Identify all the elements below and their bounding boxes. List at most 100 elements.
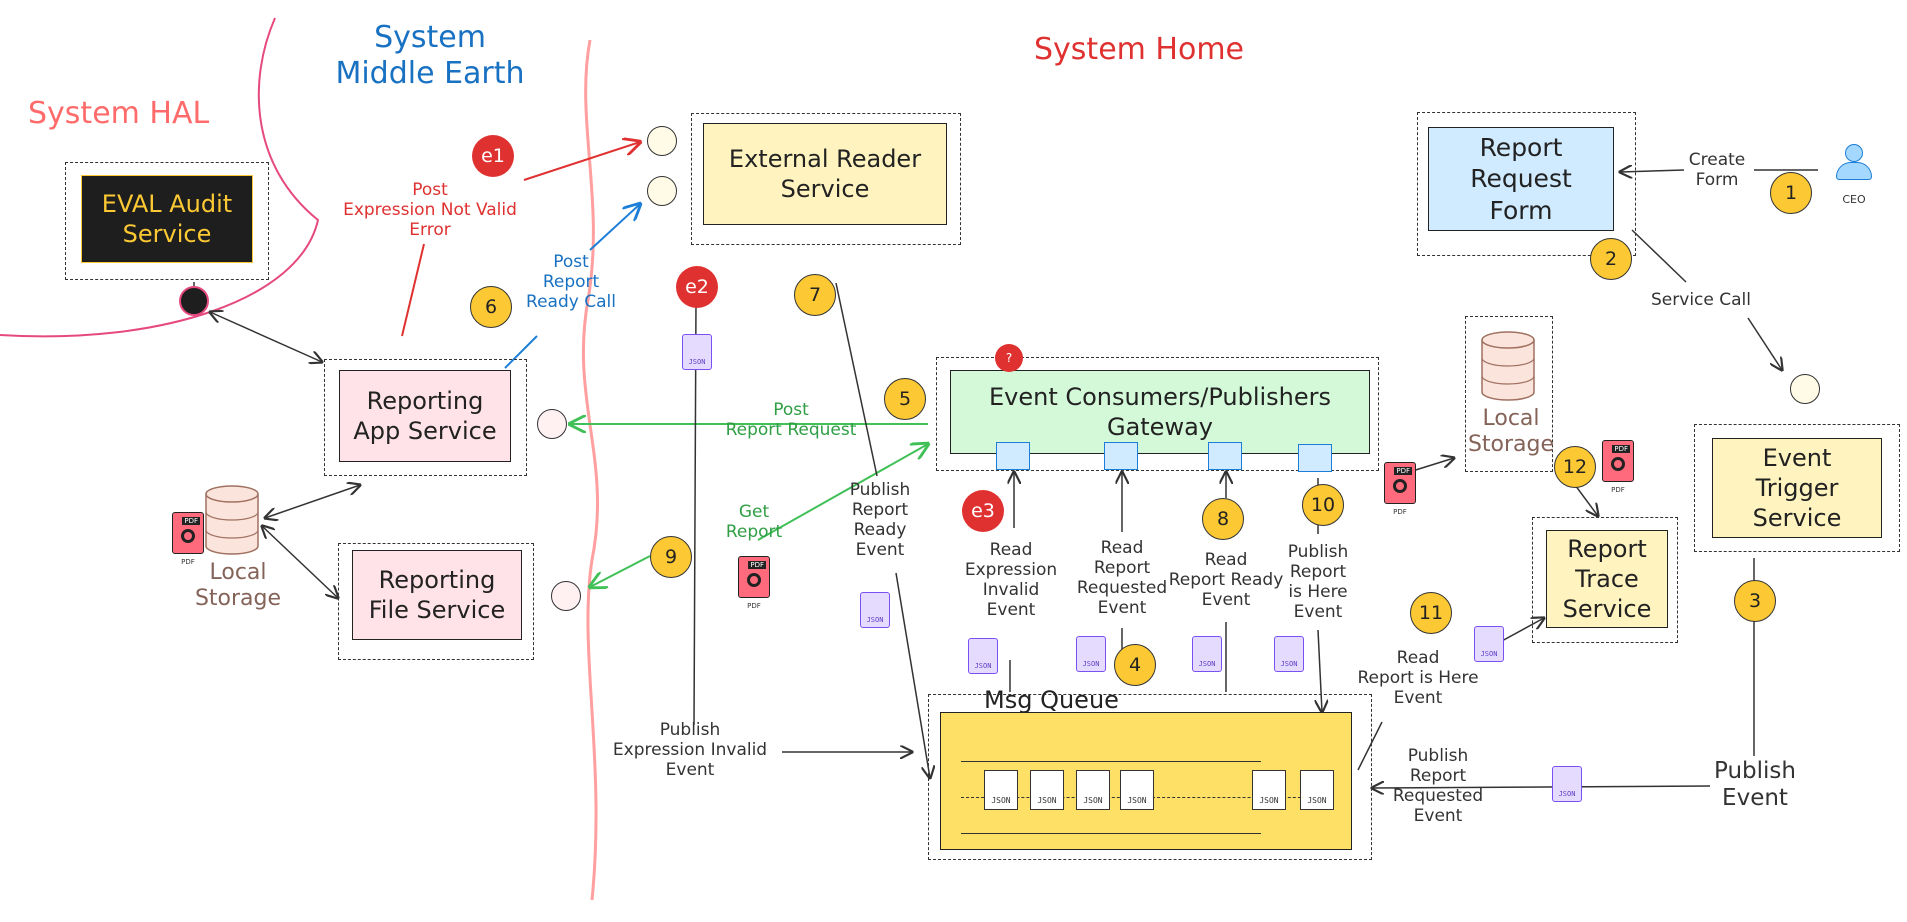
storage-file-arrow: [262, 526, 338, 598]
local-storage-right-label: Local Storage: [1467, 406, 1555, 457]
json-file-publish-here-icon: JSON: [1274, 636, 1304, 672]
get-report-arrow-left: [590, 555, 651, 587]
queue-json-doc-4: JSON: [1120, 770, 1154, 810]
create-form-arrow: [1620, 170, 1685, 172]
eval-audit-frame: [65, 162, 269, 280]
publish-report-requested-label: Publish Report Requested Event: [1392, 746, 1484, 827]
report-trace-service[interactable]: Report Trace Service: [1546, 530, 1668, 628]
service-call-arrow: [1747, 317, 1782, 370]
publish-report-ready-label: Publish Report Ready Event: [849, 480, 911, 561]
step-badge-4: 4: [1114, 644, 1156, 686]
reporting-app-port: [537, 409, 567, 439]
reporting-file-port: [551, 581, 581, 611]
ceo-label: CEO: [1842, 193, 1866, 206]
local-storage-right-database-icon: [1481, 331, 1535, 401]
system-hal-title: System HAL: [28, 96, 210, 131]
json-file-publish-requested-icon: JSON: [1552, 766, 1582, 802]
create-form-label: Create Form: [1688, 150, 1746, 191]
error-badge-e2: e2: [676, 266, 718, 308]
msg-queue-label: Msg Queue: [984, 686, 1119, 714]
read-report-ready-label: Read Report Ready Event: [1168, 550, 1284, 611]
step-badge-1: 1: [1770, 172, 1812, 214]
service-call-line: [1631, 229, 1687, 283]
publish-expr-invalid-label: Publish Expression Invalid Event: [612, 720, 768, 781]
system-home-title: System Home: [1034, 32, 1244, 67]
post-report-request-label: Post Report Request: [725, 400, 857, 441]
json-file-read-expr-icon: JSON: [968, 638, 998, 674]
eval-audit-endpoint-dot: [179, 286, 209, 316]
gateway-slot-3: [1208, 442, 1242, 470]
queue-json-doc-6: JSON: [1300, 770, 1334, 810]
queue-json-doc-3: JSON: [1076, 770, 1110, 810]
report-trace-frame: [1532, 517, 1678, 643]
queue-json-doc-5: JSON: [1252, 770, 1286, 810]
step-badge-10: 10: [1302, 484, 1344, 526]
step-badge-9: 9: [650, 536, 692, 578]
reporting-file-service[interactable]: Reporting File Service: [352, 550, 522, 640]
gateway-slot-2: [1104, 442, 1138, 470]
external-reader-port-bottom: [647, 176, 677, 206]
external-reader-service[interactable]: External Reader Service: [703, 123, 947, 225]
get-report-label: Get Report: [725, 502, 783, 543]
read-report-is-here-label: Read Report is Here Event: [1357, 648, 1479, 709]
json-file-e2-icon: JSON: [682, 334, 712, 370]
msg-queue-bottom-line: [961, 833, 1261, 834]
read-report-requested-label: Read Report Requested Event: [1076, 538, 1168, 619]
step-badge-11: 11: [1410, 592, 1452, 634]
msg-queue-top-line: [961, 761, 1261, 762]
hal-boundary-curve: [0, 17, 320, 338]
json-file-publish-ready-icon: JSON: [860, 592, 890, 628]
e1-error-arrow: [523, 142, 640, 181]
queue-json-doc-1: JSON: [984, 770, 1018, 810]
publish-requested-arrow: [1372, 786, 1711, 788]
post-report-ready-call-label: Post Report Ready Call: [526, 252, 616, 313]
local-storage-right-frame: [1465, 316, 1553, 472]
post-report-ready-line: [504, 335, 538, 369]
error-badge-e3: e3: [962, 490, 1004, 532]
service-call-label: Service Call: [1651, 290, 1751, 310]
read-is-here-line-bottom: [1357, 721, 1383, 771]
storage-app-arrow: [265, 485, 360, 518]
post-report-ready-arrow: [589, 204, 640, 251]
publish-report-ready-line: [835, 282, 878, 477]
reporting-app-frame: [324, 359, 527, 476]
msg-queue-frame: [928, 694, 1372, 860]
e1-error-line: [401, 243, 425, 337]
json-file-read-here-icon: JSON: [1474, 626, 1504, 662]
e2-line: [693, 299, 697, 726]
reporting-file-frame: [338, 543, 534, 660]
publish-event-label: Publish Event: [1714, 758, 1796, 812]
system-middle-earth-title: System Middle Earth: [335, 20, 525, 91]
publish-is-here-arrow: [1318, 629, 1322, 712]
report-request-frame: [1417, 112, 1636, 256]
publish-report-is-here-label: Publish Report is Here Event: [1287, 542, 1349, 623]
step-badge-3: 3: [1734, 580, 1776, 622]
gateway-slot-4: [1298, 444, 1332, 472]
step-badge-12: 12: [1554, 446, 1596, 488]
step-badge-6: 6: [470, 286, 512, 328]
read-expr-invalid-label: Read Expression Invalid Event: [964, 540, 1058, 621]
eval-audit-service[interactable]: EVAL Audit Service: [81, 175, 253, 263]
ceo-person-icon: [1834, 144, 1874, 192]
post-expr-invalid-label: Post Expression Not Valid Error: [343, 180, 517, 241]
json-file-read-requested-icon: JSON: [1076, 636, 1106, 672]
event-trigger-service[interactable]: Event Trigger Service: [1712, 438, 1882, 538]
queue-json-doc-2: JSON: [1030, 770, 1064, 810]
event-trigger-frame: [1694, 424, 1900, 552]
step-badge-8: 8: [1202, 498, 1244, 540]
external-reader-frame: [691, 113, 961, 245]
event-gateway[interactable]: Event Consumers/Publishers Gateway: [950, 370, 1370, 454]
local-storage-left-database-icon: [205, 485, 259, 555]
json-file-read-ready-icon: JSON: [1192, 636, 1222, 672]
reporting-app-service[interactable]: Reporting App Service: [339, 370, 511, 462]
home-boundary-curve: [581, 39, 599, 901]
publish-report-ready-arrow: [895, 572, 930, 778]
report-request-form[interactable]: Report Request Form: [1428, 127, 1614, 231]
question-badge: ?: [995, 344, 1023, 372]
event-trigger-port: [1790, 374, 1820, 404]
